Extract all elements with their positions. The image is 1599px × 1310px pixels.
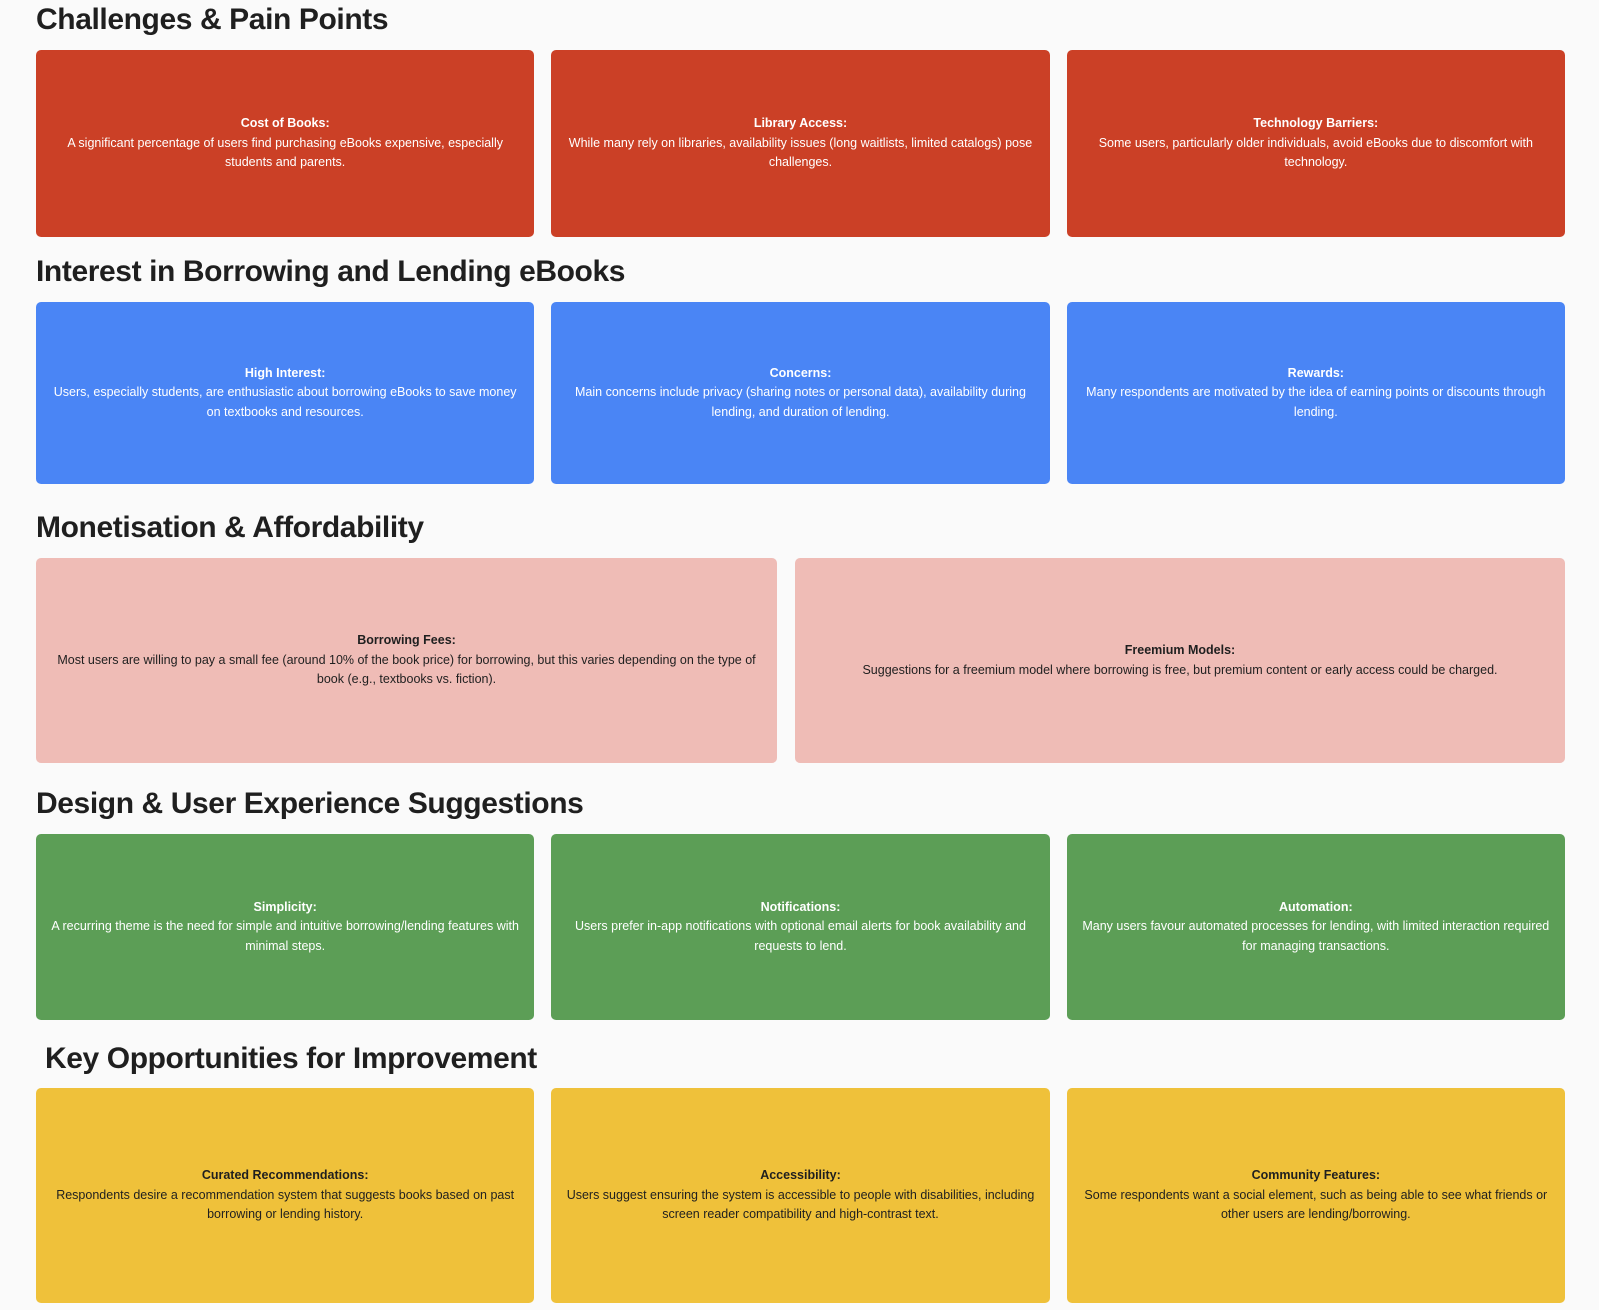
card-text: Library Access: While many rely on libra… — [565, 114, 1035, 172]
section-title-design: Design & User Experience Suggestions — [36, 787, 584, 820]
card-curated-recommendations[interactable]: Curated Recommendations: Respondents des… — [36, 1088, 535, 1303]
card-row-monetisation: Borrowing Fees: Most users are willing t… — [36, 558, 1565, 763]
section-title-interest: Interest in Borrowing and Lending eBooks — [36, 255, 626, 288]
card-rewards[interactable]: Rewards: Many respondents are motivated … — [1066, 302, 1565, 484]
card-text: Technology Barriers: Some users, particu… — [1081, 114, 1551, 172]
card-text: Cost of Books: A significant percentage … — [50, 114, 520, 172]
card-accessibility[interactable]: Accessibility: Users suggest ensuring th… — [551, 1088, 1050, 1303]
card-text: Borrowing Fees: Most users are willing t… — [50, 631, 763, 689]
card-text: Rewards: Many respondents are motivated … — [1081, 364, 1551, 422]
card-body: A significant percentage of users find p… — [67, 135, 503, 170]
section-design: Design & User Experience Suggestions Sim… — [36, 787, 1565, 1020]
card-text: Notifications: Users prefer in-app notif… — [565, 898, 1035, 956]
section-opportunities: Key Opportunities for Improvement Curate… — [36, 1042, 1565, 1303]
card-row-challenges: Cost of Books: A significant percentage … — [36, 50, 1565, 237]
card-lead: Concerns: — [769, 365, 832, 380]
card-lead: Accessibility: — [760, 1168, 841, 1183]
card-cost-of-books[interactable]: Cost of Books: A significant percentage … — [36, 50, 535, 237]
card-body: Users, especially students, are enthusia… — [53, 385, 517, 419]
card-concerns[interactable]: Concerns: Main concerns include privacy … — [551, 302, 1050, 484]
card-body: A recurring theme is the need for simple… — [51, 919, 519, 953]
section-title-opportunities: Key Opportunities for Improvement — [45, 1042, 537, 1075]
card-lead: Borrowing Fees: — [357, 633, 456, 648]
card-body: Many users favour automated processes fo… — [1082, 919, 1550, 953]
card-library-access[interactable]: Library Access: While many rely on libra… — [551, 50, 1050, 237]
section-monetisation: Monetisation & Affordability Borrowing F… — [36, 511, 1565, 763]
section-title-monetisation: Monetisation & Affordability — [36, 511, 424, 544]
card-freemium-models[interactable]: Freemium Models: Suggestions for a freem… — [795, 558, 1565, 763]
card-body: Respondents desire a recommendation syst… — [56, 1187, 515, 1222]
card-text: High Interest: Users, especially student… — [50, 364, 520, 422]
card-high-interest[interactable]: High Interest: Users, especially student… — [36, 302, 535, 484]
card-row-design: Simplicity: A recurring theme is the nee… — [36, 834, 1565, 1020]
card-borrowing-fees[interactable]: Borrowing Fees: Most users are willing t… — [36, 558, 777, 763]
section-title-challenges: Challenges & Pain Points — [36, 3, 389, 36]
card-body: Suggestions for a freemium model where b… — [862, 662, 1498, 677]
card-body: Users suggest ensuring the system is acc… — [566, 1187, 1035, 1222]
card-row-opportunities: Curated Recommendations: Respondents des… — [36, 1088, 1565, 1303]
card-text: Simplicity: A recurring theme is the nee… — [50, 898, 520, 956]
card-community-features[interactable]: Community Features: Some respondents wan… — [1066, 1088, 1565, 1303]
card-body: Most users are willing to pay a small fe… — [57, 652, 756, 687]
card-technology-barriers[interactable]: Technology Barriers: Some users, particu… — [1066, 50, 1565, 237]
card-text: Curated Recommendations: Respondents des… — [50, 1166, 520, 1224]
card-body: While many rely on libraries, availabili… — [568, 135, 1033, 170]
card-body: Main concerns include privacy (sharing n… — [575, 385, 1026, 419]
card-text: Freemium Models: Suggestions for a freem… — [809, 641, 1551, 680]
section-challenges: Challenges & Pain Points Cost of Books: … — [36, 0, 1565, 237]
card-body: Users prefer in-app notifications with o… — [575, 919, 1026, 953]
card-body: Some respondents want a social element, … — [1084, 1187, 1548, 1222]
card-row-interest: High Interest: Users, especially student… — [36, 302, 1565, 484]
card-lead: Rewards: — [1287, 365, 1344, 380]
card-lead: Automation: — [1279, 899, 1353, 914]
card-lead: Freemium Models: — [1124, 643, 1236, 658]
card-text: Community Features: Some respondents wan… — [1081, 1166, 1551, 1224]
card-lead: High Interest: — [244, 365, 326, 380]
card-simplicity[interactable]: Simplicity: A recurring theme is the nee… — [36, 834, 535, 1020]
card-text: Accessibility: Users suggest ensuring th… — [565, 1166, 1035, 1224]
card-lead: Community Features: — [1251, 1168, 1381, 1183]
card-text: Automation: Many users favour automated … — [1081, 898, 1551, 956]
section-interest: Interest in Borrowing and Lending eBooks… — [36, 255, 1565, 484]
card-lead: Library Access: — [753, 116, 848, 131]
card-lead: Cost of Books: — [240, 116, 330, 131]
card-text: Concerns: Main concerns include privacy … — [565, 364, 1035, 422]
card-lead: Curated Recommendations: — [201, 1168, 369, 1183]
card-lead: Notifications: — [760, 899, 841, 914]
card-body: Many respondents are motivated by the id… — [1086, 385, 1546, 419]
card-lead: Technology Barriers: — [1253, 116, 1379, 131]
card-automation[interactable]: Automation: Many users favour automated … — [1066, 834, 1565, 1020]
card-lead: Simplicity: — [253, 899, 317, 914]
card-notifications[interactable]: Notifications: Users prefer in-app notif… — [551, 834, 1050, 1020]
card-body: Some users, particularly older individua… — [1098, 135, 1533, 170]
